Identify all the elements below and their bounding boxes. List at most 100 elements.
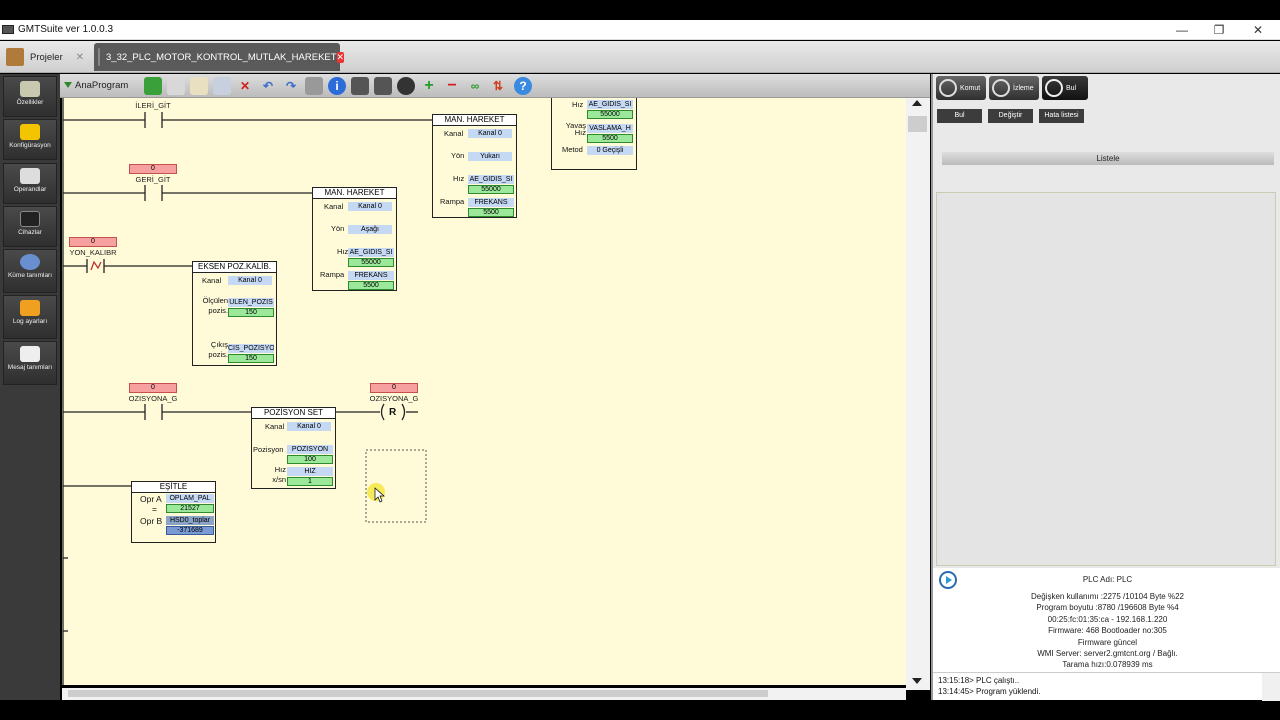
field-label: Kanal <box>324 202 344 211</box>
position-value: 100 <box>287 455 333 464</box>
position-tag[interactable]: POZISYON <box>287 445 333 454</box>
manual-move-block[interactable]: MAN. HAREKET Kanal Kanal 0 Yön Yukarı Hı… <box>432 114 517 218</box>
edit-icon[interactable] <box>213 77 231 95</box>
direction-value[interactable]: Aşağı <box>348 225 392 234</box>
field-label: Metod <box>562 145 583 154</box>
link-icon[interactable]: ∞ <box>470 79 480 93</box>
ladder-canvas[interactable]: İLERİ_GİT 0 GERİ_GİT 0 YON_KALIBR 0 OZIS… <box>62 98 906 685</box>
transfer-icon[interactable]: ⇅ <box>492 79 504 93</box>
sidebar-item-log-settings[interactable]: Log ayarları <box>3 295 57 339</box>
output-position-tag[interactable]: CIS_POZISYO <box>228 344 274 353</box>
coil-tag[interactable]: OZISYONA_G <box>369 394 419 403</box>
sidebar-item-messages[interactable]: Mesaj tanımları <box>3 341 57 385</box>
delete-icon[interactable]: ✕ <box>239 79 251 93</box>
vertical-scrollbar[interactable] <box>906 98 930 690</box>
contact-tag[interactable]: OZISYONA_G <box>128 394 178 403</box>
ladder-wires <box>62 98 432 685</box>
sidebar-item-properties[interactable]: Özellikler <box>3 76 57 117</box>
close-icon[interactable]: ✕ <box>336 51 345 63</box>
document-icon <box>98 48 100 66</box>
field-label: Rampa <box>440 197 465 206</box>
contact-tag[interactable]: YON_KALIBR <box>69 248 117 257</box>
field-label: Yavaş Hız <box>565 121 586 137</box>
sidebar-item-operands[interactable]: Operandlar <box>3 163 57 204</box>
speed-tag[interactable]: AE_GIDIS_SI <box>587 100 633 109</box>
maximize-button[interactable]: ❐ <box>1213 23 1225 37</box>
add-rung-icon[interactable]: + <box>424 77 434 94</box>
play-icon[interactable] <box>939 571 957 589</box>
log-scrollbar[interactable] <box>1262 673 1280 701</box>
close-window-button[interactable]: ✕ <box>1252 23 1264 37</box>
cut-icon[interactable] <box>167 77 185 95</box>
assign-block[interactable]: EŞİTLE Opr A OPLAM_PAL = 21527 Opr B HSD… <box>131 481 216 543</box>
subtab-error-list[interactable]: Hata listesi <box>1039 109 1084 123</box>
contact-tag[interactable]: İLERİ_GİT <box>135 101 171 110</box>
tab-command[interactable]: Komut <box>936 76 986 100</box>
program-selector[interactable]: AnaProgram <box>64 80 128 91</box>
ramp-value: 5500 <box>348 281 394 290</box>
record-icon[interactable] <box>397 77 415 95</box>
scroll-thumb[interactable] <box>908 116 927 132</box>
equals-sign: = <box>152 504 157 514</box>
horizontal-scrollbar[interactable] <box>62 688 906 700</box>
subtab-find[interactable]: Bul <box>937 109 982 123</box>
speed-tag[interactable]: HIZ <box>287 467 333 476</box>
save-icon[interactable] <box>351 77 369 95</box>
sidebar-item-configuration[interactable]: Konfigürasyon <box>3 119 57 160</box>
sidebar-item-devices[interactable]: Cihazlar <box>3 206 57 247</box>
field-label: Kanal <box>265 422 285 431</box>
remove-rung-icon[interactable]: − <box>447 77 457 94</box>
speed-tag[interactable]: AE_GIDIS_SI <box>468 175 514 184</box>
direction-value[interactable]: Yukarı <box>468 152 512 161</box>
sidebar-item-label: Küme tanımları <box>7 272 53 279</box>
info-icon[interactable]: i <box>328 77 346 95</box>
plc-name: PLC Adı: PLC <box>1082 575 1133 584</box>
field-label: Rampa <box>320 270 345 279</box>
contact-tag[interactable]: GERİ_GİT <box>135 175 171 184</box>
block-title: POZİSYON SET <box>252 408 335 419</box>
redo-icon[interactable]: ↷ <box>285 79 297 93</box>
subtab-replace[interactable]: Değiştir <box>988 109 1033 123</box>
tab-label: İzleme <box>1013 84 1034 92</box>
channel-value[interactable]: Kanal 0 <box>287 422 331 431</box>
tab-monitor[interactable]: İzleme <box>989 76 1039 100</box>
sidebar-item-sets[interactable]: Küme tanımları <box>3 249 57 293</box>
save-as-icon[interactable] <box>374 77 392 95</box>
dropdown-icon <box>64 82 72 88</box>
slow-speed-tag[interactable]: VASLAMA_H <box>587 124 633 133</box>
list-button[interactable]: Listele <box>942 152 1274 165</box>
scroll-up-icon[interactable] <box>912 100 922 106</box>
speed-tag[interactable]: AE_GIDIS_SI <box>348 248 394 257</box>
minimize-button[interactable]: — <box>1176 23 1188 37</box>
close-icon[interactable]: ✕ <box>75 51 84 63</box>
ramp-tag[interactable]: FREKANS <box>468 198 514 207</box>
channel-value[interactable]: Kanal 0 <box>348 202 392 211</box>
manual-move-block[interactable]: MAN. HAREKET Kanal Kanal 0 Yön Aşağı Hız… <box>312 187 397 291</box>
coil-value: 0 <box>370 383 418 393</box>
scroll-thumb[interactable] <box>68 690 768 697</box>
compile-icon[interactable] <box>144 77 162 95</box>
channel-value[interactable]: Kanal 0 <box>228 276 272 285</box>
field-label: Yön <box>451 151 465 160</box>
ramp-tag[interactable]: FREKANS <box>348 271 394 280</box>
position-set-block[interactable]: POZİSYON SET Kanal Kanal 0 Pozisyon POZI… <box>251 407 336 489</box>
tab-program[interactable]: 3_32_PLC_MOTOR_KONTROL_MUTLAK_HAREKET ✕ <box>94 43 345 71</box>
print-icon[interactable] <box>305 77 323 95</box>
paste-icon[interactable] <box>190 77 208 95</box>
slow-speed-value: 5500 <box>587 134 633 143</box>
reset-coil[interactable]: R <box>389 407 397 418</box>
help-icon[interactable]: ? <box>514 77 532 95</box>
tab-projects[interactable]: Projeler ✕ <box>2 43 90 71</box>
block-title: MAN. HAREKET <box>313 188 396 199</box>
measured-position-tag[interactable]: ULEN_POZIS <box>228 298 274 307</box>
tab-find[interactable]: Bul <box>1042 76 1088 100</box>
motion-block-partial[interactable]: Hız AE_GIDIS_SI 55000 Yavaş Hız VASLAMA_… <box>551 98 637 170</box>
operand-a-tag[interactable]: OPLAM_PAL <box>166 494 214 503</box>
speed-value: 55000 <box>468 185 514 194</box>
axis-calibration-block[interactable]: EKSEN POZ.KALİB. Kanal Kanal 0 Ölçülen p… <box>192 261 277 366</box>
scroll-down-icon[interactable] <box>912 678 922 684</box>
operand-b-tag[interactable]: HSD0_toplar <box>166 516 214 525</box>
channel-value[interactable]: Kanal 0 <box>468 129 512 138</box>
method-value[interactable]: 0 Geçişli <box>587 146 633 155</box>
undo-icon[interactable]: ↶ <box>262 79 274 93</box>
